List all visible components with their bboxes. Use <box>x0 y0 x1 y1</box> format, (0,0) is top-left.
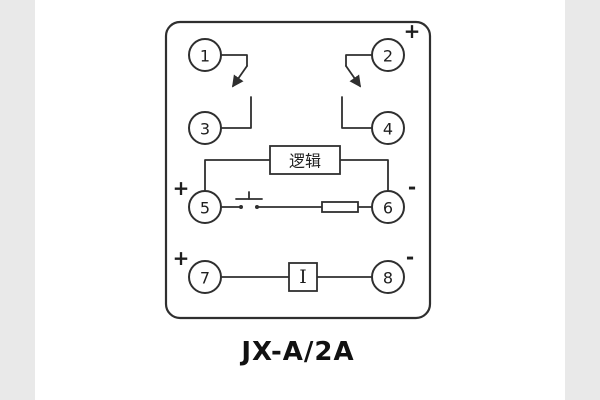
terminal-5-circle <box>188 190 222 224</box>
resistor <box>321 201 359 213</box>
polarity-terminal-5: + <box>173 176 190 200</box>
terminal-7-number: 7 <box>200 269 210 288</box>
terminal-4: 4 <box>371 111 405 145</box>
wire-logic-left <box>204 159 271 192</box>
terminal-8: 8 <box>371 260 405 294</box>
current-box-label: I <box>299 266 307 288</box>
terminal-1-circle <box>188 38 222 72</box>
terminal-6-number: 6 <box>383 199 393 218</box>
contact-pair-2-4 <box>341 54 373 129</box>
wire-terminal-2 <box>345 54 373 67</box>
terminal-3-number: 3 <box>200 120 210 139</box>
wire-terminal-3 <box>220 96 252 129</box>
terminal-3: 3 <box>188 111 222 145</box>
model-label: JX-A/2A <box>239 337 354 367</box>
current-circuit: I <box>220 262 373 292</box>
polarity-terminal-7: + <box>173 246 190 270</box>
polarity-terminal-2: + <box>404 19 421 43</box>
terminal-6-circle <box>371 190 405 224</box>
terminal-8-number: 8 <box>383 269 393 288</box>
terminal-3-circle <box>188 111 222 145</box>
terminal-7: 7 <box>188 260 222 294</box>
polarity-terminal-8: - <box>406 245 414 269</box>
terminal-5: 5 <box>188 190 222 224</box>
contact-pair-1-3 <box>220 54 252 129</box>
current-box <box>288 262 318 292</box>
terminal-5-number: 5 <box>200 199 210 218</box>
terminal-2-number: 2 <box>383 47 393 66</box>
wire-terminal-4 <box>341 96 373 129</box>
wire-logic-right <box>339 159 389 192</box>
contact-blade-arrow-right <box>345 65 362 88</box>
pushbutton-contact-dot-right <box>255 205 259 209</box>
terminal-2: 2 <box>371 38 405 72</box>
logic-box-label: 逻辑 <box>289 152 321 171</box>
pushbutton-contact-dot-left <box>239 205 243 209</box>
terminal-7-circle <box>188 260 222 294</box>
terminal-6: 6 <box>371 190 405 224</box>
logic-circuit: 逻辑 <box>204 145 389 213</box>
contact-blade-arrow-left <box>231 65 248 88</box>
terminal-8-circle <box>371 260 405 294</box>
terminal-4-number: 4 <box>383 120 393 139</box>
wire-terminal-1 <box>220 54 248 67</box>
terminal-1-number: 1 <box>200 47 210 66</box>
terminal-2-circle <box>371 38 405 72</box>
logic-box <box>269 145 341 175</box>
polarity-terminal-6: - <box>408 175 416 199</box>
terminal-4-circle <box>371 111 405 145</box>
terminal-1: 1 <box>188 38 222 72</box>
